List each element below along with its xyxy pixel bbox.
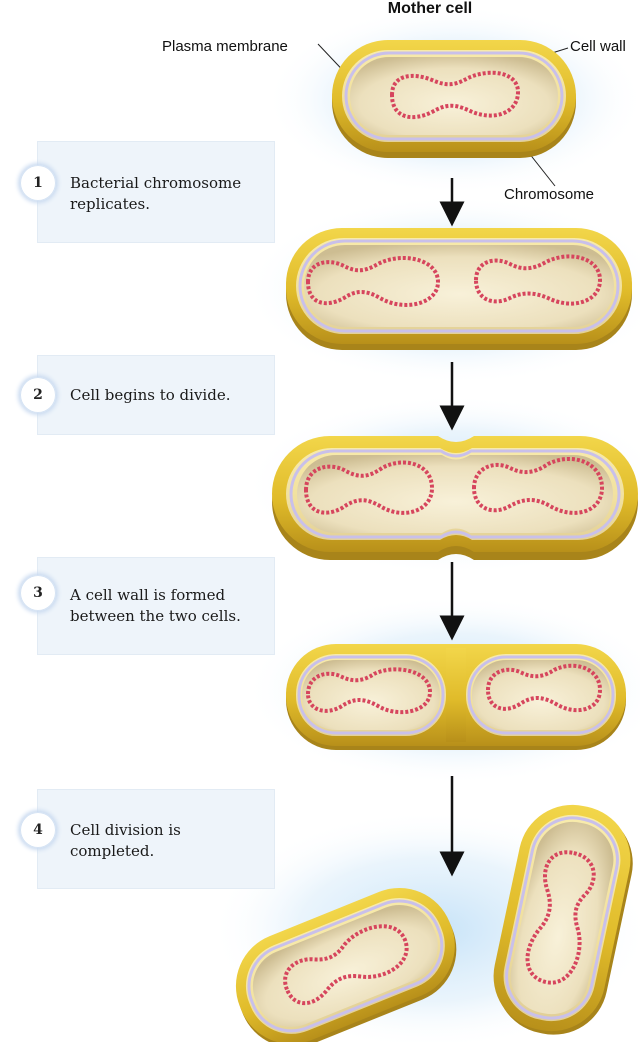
step-3-text: A cell wall is formed between the two ce… — [70, 585, 270, 627]
step-4-badge: 4 — [20, 812, 56, 848]
cell-septum — [286, 644, 626, 750]
step-4-text: Cell division is completed. — [70, 820, 270, 862]
step-1-line-2: replicates. — [70, 194, 270, 215]
cell-wall-label: Cell wall — [570, 38, 626, 55]
step-4-line-2: completed. — [70, 841, 270, 862]
step-1-badge: 1 — [20, 165, 56, 201]
step-1-text: Bacterial chromosome replicates. — [70, 173, 270, 215]
cell-dividing — [272, 436, 638, 560]
step-3-line-2: between the two cells. — [70, 606, 270, 627]
diagram-title: Mother cell — [360, 0, 500, 18]
cell-replicated — [286, 228, 632, 350]
step-3-line-1: A cell wall is formed — [70, 585, 270, 606]
step-4-line-1: Cell division is — [70, 820, 270, 841]
step-2-line-1: Cell begins to divide. — [70, 385, 270, 406]
step-1-line-1: Bacterial chromosome — [70, 173, 270, 194]
mother-cell — [332, 40, 576, 158]
chromosome-label: Chromosome — [504, 186, 594, 203]
step-3-badge: 3 — [20, 575, 56, 611]
step-2-badge: 2 — [20, 377, 56, 413]
plasma-membrane-label: Plasma membrane — [162, 38, 288, 55]
step-2-text: Cell begins to divide. — [70, 385, 270, 406]
